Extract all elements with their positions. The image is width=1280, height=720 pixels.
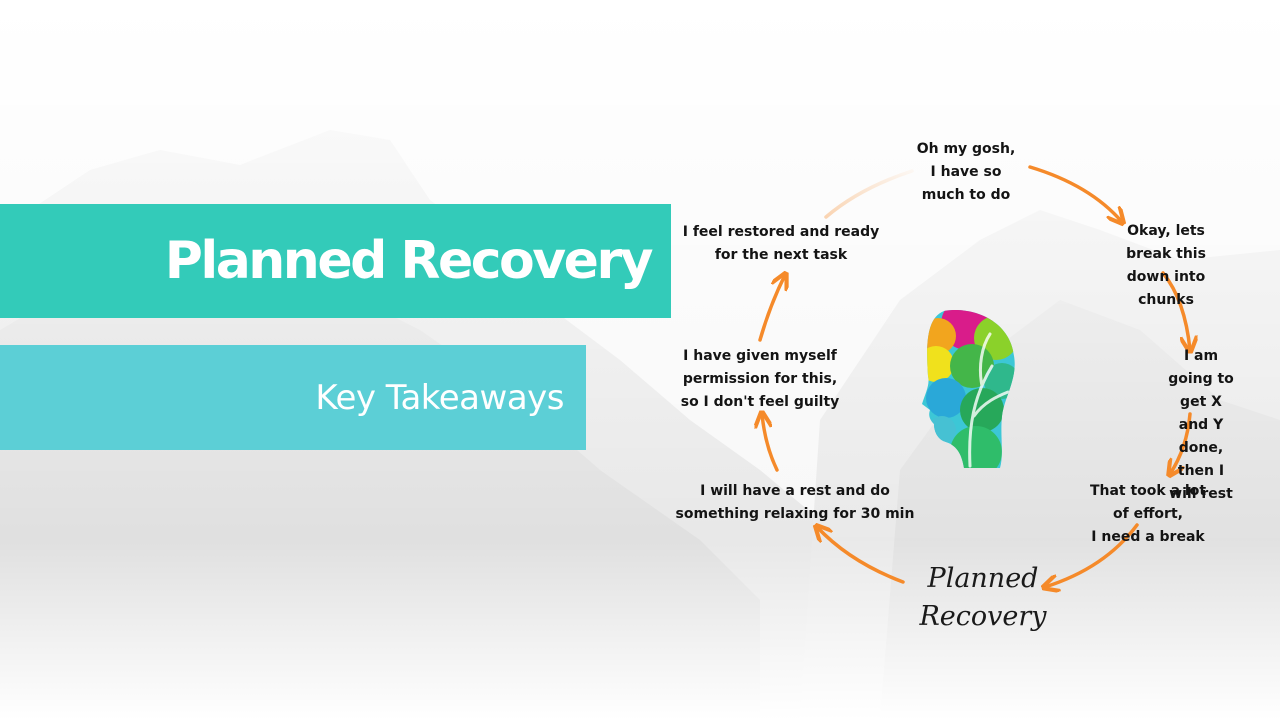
cycle-step-4: That took a lot of effort, I need a brea… [1082,480,1214,549]
cycle-step-7: I feel restored and ready for the next t… [683,221,879,267]
cycle-step-6: I have given myself permission for this,… [681,345,840,414]
arrow-1 [1030,167,1122,222]
cycle-step-1: Oh my gosh, I have so much to do [917,138,1016,207]
arrow-7 [760,275,785,340]
arrow-5 [817,527,903,582]
arrow-8-faded [826,171,912,217]
colorful-head-illustration [912,306,1022,470]
cycle-step-5: I will have a rest and do something rela… [676,480,915,526]
cycle-step-2: Okay, lets break this down into chunks [1109,220,1223,312]
cycle-center-label: Planned Recovery [919,560,1046,636]
arrow-6 [762,414,777,470]
